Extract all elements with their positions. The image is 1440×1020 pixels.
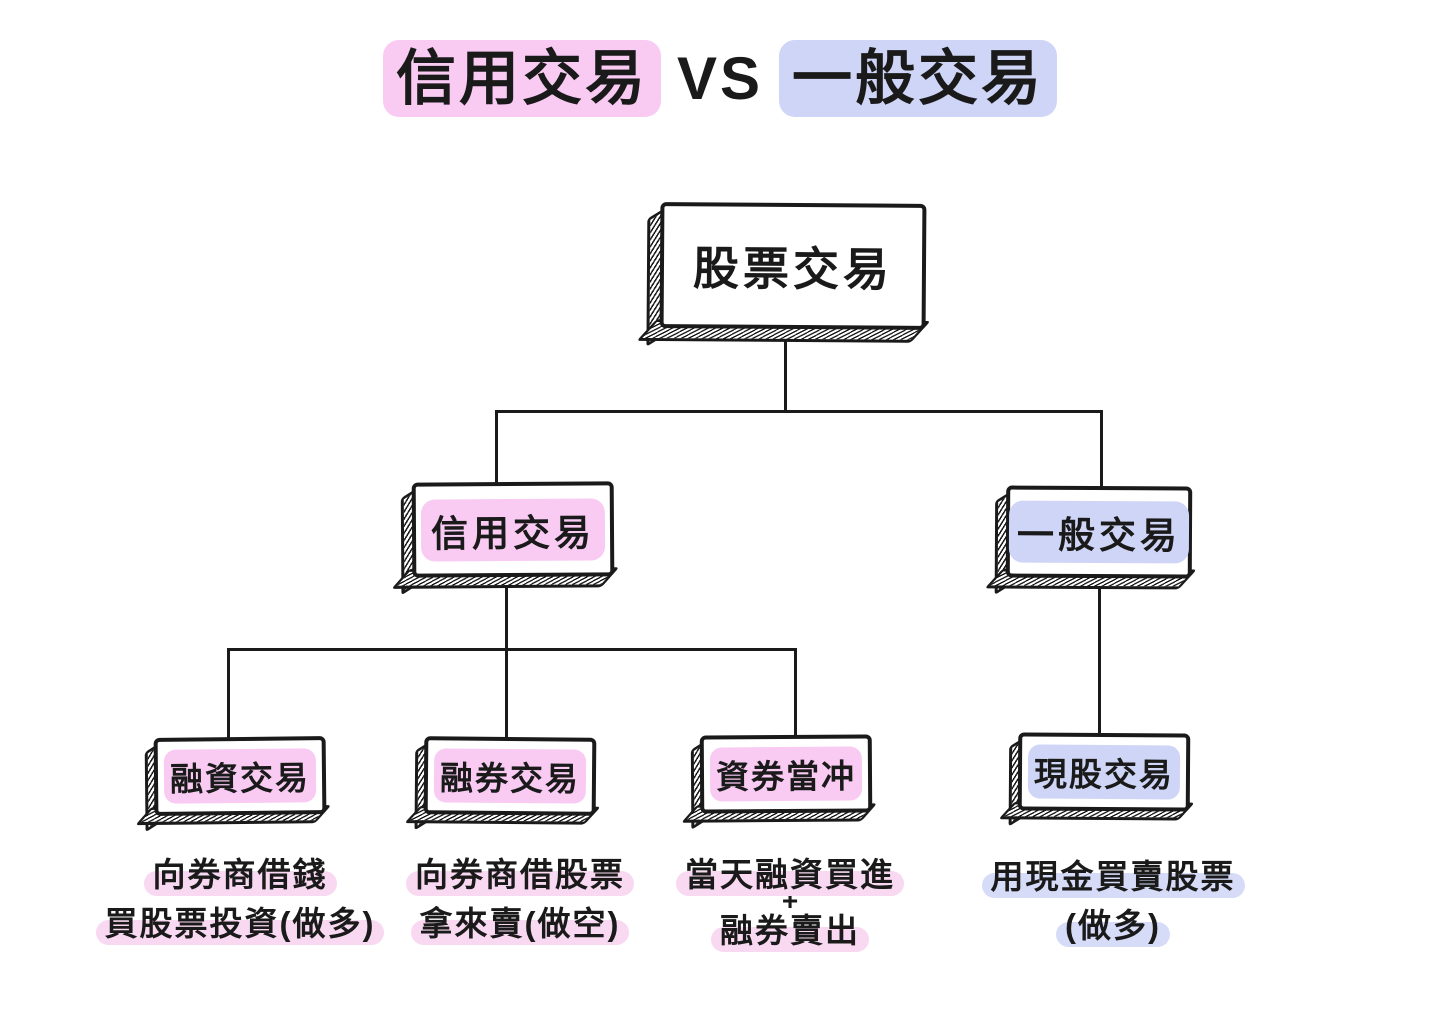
desc-cash-trading: 用現金買賣股票 (做多): [953, 852, 1273, 950]
desc-text: 向券商借錢: [143, 850, 337, 899]
connector-root-stem: [784, 332, 787, 412]
desc-line: 拿來賣(做空): [350, 899, 690, 948]
desc-text: 用現金買賣股票: [981, 852, 1245, 901]
desc-line-text: 融券賣出: [720, 912, 860, 949]
highlight-band: [1056, 922, 1170, 947]
connector-level2-bar: [227, 648, 797, 651]
box-panel: 資券當冲: [699, 734, 873, 814]
connector-level1-bar: [495, 410, 1103, 413]
desc-line-text: 拿來賣(做空): [419, 905, 621, 942]
highlight-band: [981, 873, 1245, 898]
box-panel: 融資交易: [153, 736, 327, 816]
box-panel: 股票交易: [659, 202, 927, 330]
node-label-day-trade: 資券當冲: [709, 746, 863, 802]
connector-cash-drop: [1098, 580, 1101, 737]
desc-line-text: 向券商借錢: [152, 856, 328, 893]
desc-short-sell: 向券商借股票 拿來賣(做空): [350, 850, 690, 948]
desc-day-trade: 當天融資買進 + 融券賣出: [640, 850, 940, 955]
connector-credit-drop: [495, 410, 498, 486]
highlight-band: [676, 871, 904, 896]
desc-line-text: (做多): [1065, 907, 1161, 944]
node-stock-trading: 股票交易: [636, 202, 931, 347]
connector-credit-stem: [505, 579, 508, 739]
highlight-band: [410, 920, 630, 945]
desc-text: 向券商借股票: [406, 850, 634, 899]
node-credit-trading: 信用交易: [391, 481, 620, 596]
desc-text: 買股票投資(做多): [95, 899, 385, 948]
desc-line: 融券賣出: [640, 906, 940, 955]
highlight-band: [711, 927, 869, 952]
desc-line-text: 當天融資買進: [685, 856, 895, 893]
node-margin-buy: 融資交易: [135, 736, 332, 833]
desc-line: 買股票投資(做多): [55, 899, 425, 948]
desc-line: 向券商借股票: [350, 850, 690, 899]
node-label-margin-buy: 融資交易: [163, 748, 317, 804]
title-credit-trading: 信用交易: [382, 40, 661, 117]
desc-line: 當天融資買進: [640, 850, 940, 899]
desc-line: (做多): [953, 901, 1273, 950]
node-regular-trading: 一般交易: [984, 485, 1197, 595]
desc-line-text: 買股票投資(做多): [104, 905, 376, 942]
box-panel: 一般交易: [1005, 485, 1193, 579]
desc-line: 用現金買賣股票: [953, 852, 1273, 901]
highlight-band: [406, 871, 634, 896]
desc-line: 向券商借錢: [55, 850, 425, 899]
box-panel: 現股交易: [1017, 732, 1191, 812]
desc-text: (做多): [1056, 901, 1170, 950]
title-vs: VS: [676, 45, 764, 112]
node-label-regular-trading: 一般交易: [1008, 500, 1190, 564]
desc-line-text: 向券商借股票: [415, 856, 625, 893]
box-panel: 信用交易: [411, 481, 615, 578]
title-regular-trading: 一般交易: [779, 40, 1058, 117]
box-panel: 融券交易: [423, 736, 597, 816]
desc-text: 拿來賣(做空): [410, 899, 630, 948]
connector-margin-buy-drop: [227, 648, 230, 742]
highlight-band: [143, 871, 337, 896]
node-short-sell: 融券交易: [404, 736, 601, 831]
desc-line-text: 用現金買賣股票: [990, 858, 1236, 895]
node-day-trade: 資券當冲: [681, 734, 878, 830]
node-label-credit-trading: 信用交易: [420, 497, 606, 562]
desc-margin-buy: 向券商借錢 買股票投資(做多): [55, 850, 425, 948]
connector-regular-drop: [1100, 410, 1103, 490]
highlight-band: [95, 920, 385, 945]
node-label-stock-trading: 股票交易: [692, 242, 894, 296]
node-cash-trading: 現股交易: [998, 732, 1195, 827]
desc-text: 當天融資買進: [676, 850, 904, 899]
node-label-cash-trading: 現股交易: [1027, 744, 1181, 800]
node-label-short-sell: 融券交易: [433, 748, 587, 804]
desc-text: 融券賣出: [711, 906, 869, 955]
connector-day-trade-drop: [794, 648, 797, 739]
